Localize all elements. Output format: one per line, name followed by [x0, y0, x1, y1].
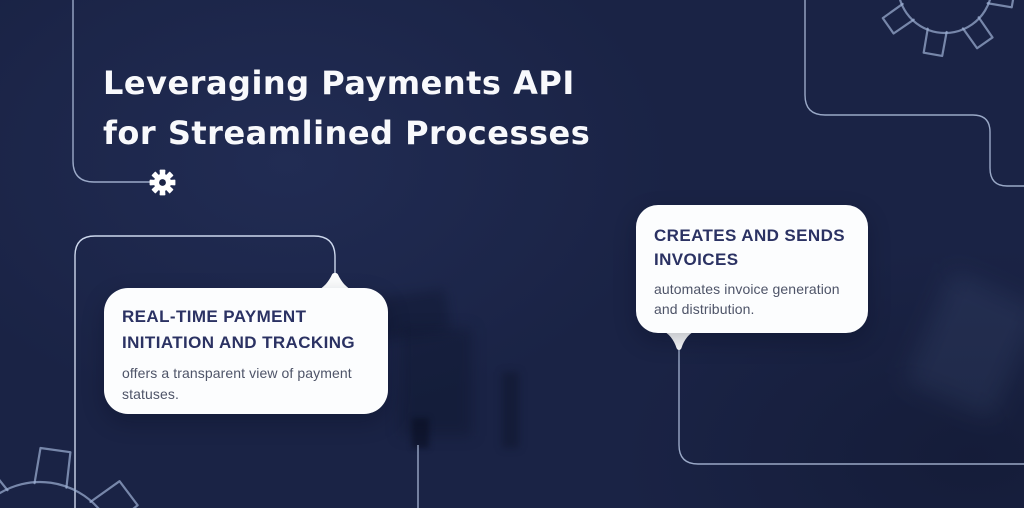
info-card-invoices: CREATES AND SENDS INVOICES automates inv… [636, 205, 868, 333]
right-card-tail [661, 330, 697, 350]
connector-line-right-card [678, 350, 1024, 465]
gear-solid-icon [149, 169, 176, 196]
page-title-line1: Leveraging Payments API [103, 64, 575, 102]
card-body: offers a transparent view of payment sta… [122, 365, 352, 402]
gear-outline-icon [0, 446, 154, 508]
page-title-line2: for Streamlined Processes [103, 114, 591, 152]
card-body: automates invoice generation and distrib… [654, 281, 840, 317]
info-card-realtime-payment: REAL-TIME PAYMENT INITIATION AND TRACKIN… [104, 288, 388, 414]
card-title-line2: INVOICES [654, 250, 739, 269]
left-card-tail [316, 272, 354, 291]
card-title-line1: CREATES AND SENDS [654, 226, 845, 245]
card-title-line1: REAL-TIME PAYMENT [122, 307, 307, 326]
connector-line-title [72, 0, 151, 183]
gear-outline-icon [873, 0, 1017, 58]
card-title: REAL-TIME PAYMENT INITIATION AND TRACKIN… [122, 304, 378, 356]
page-title: Leveraging Payments API for Streamlined … [103, 58, 590, 158]
card-title: CREATES AND SENDS INVOICES [654, 224, 860, 272]
card-title-line2: INITIATION AND TRACKING [122, 333, 356, 352]
connector-line-top-right [804, 0, 1024, 187]
connector-line-left-card [74, 235, 336, 508]
